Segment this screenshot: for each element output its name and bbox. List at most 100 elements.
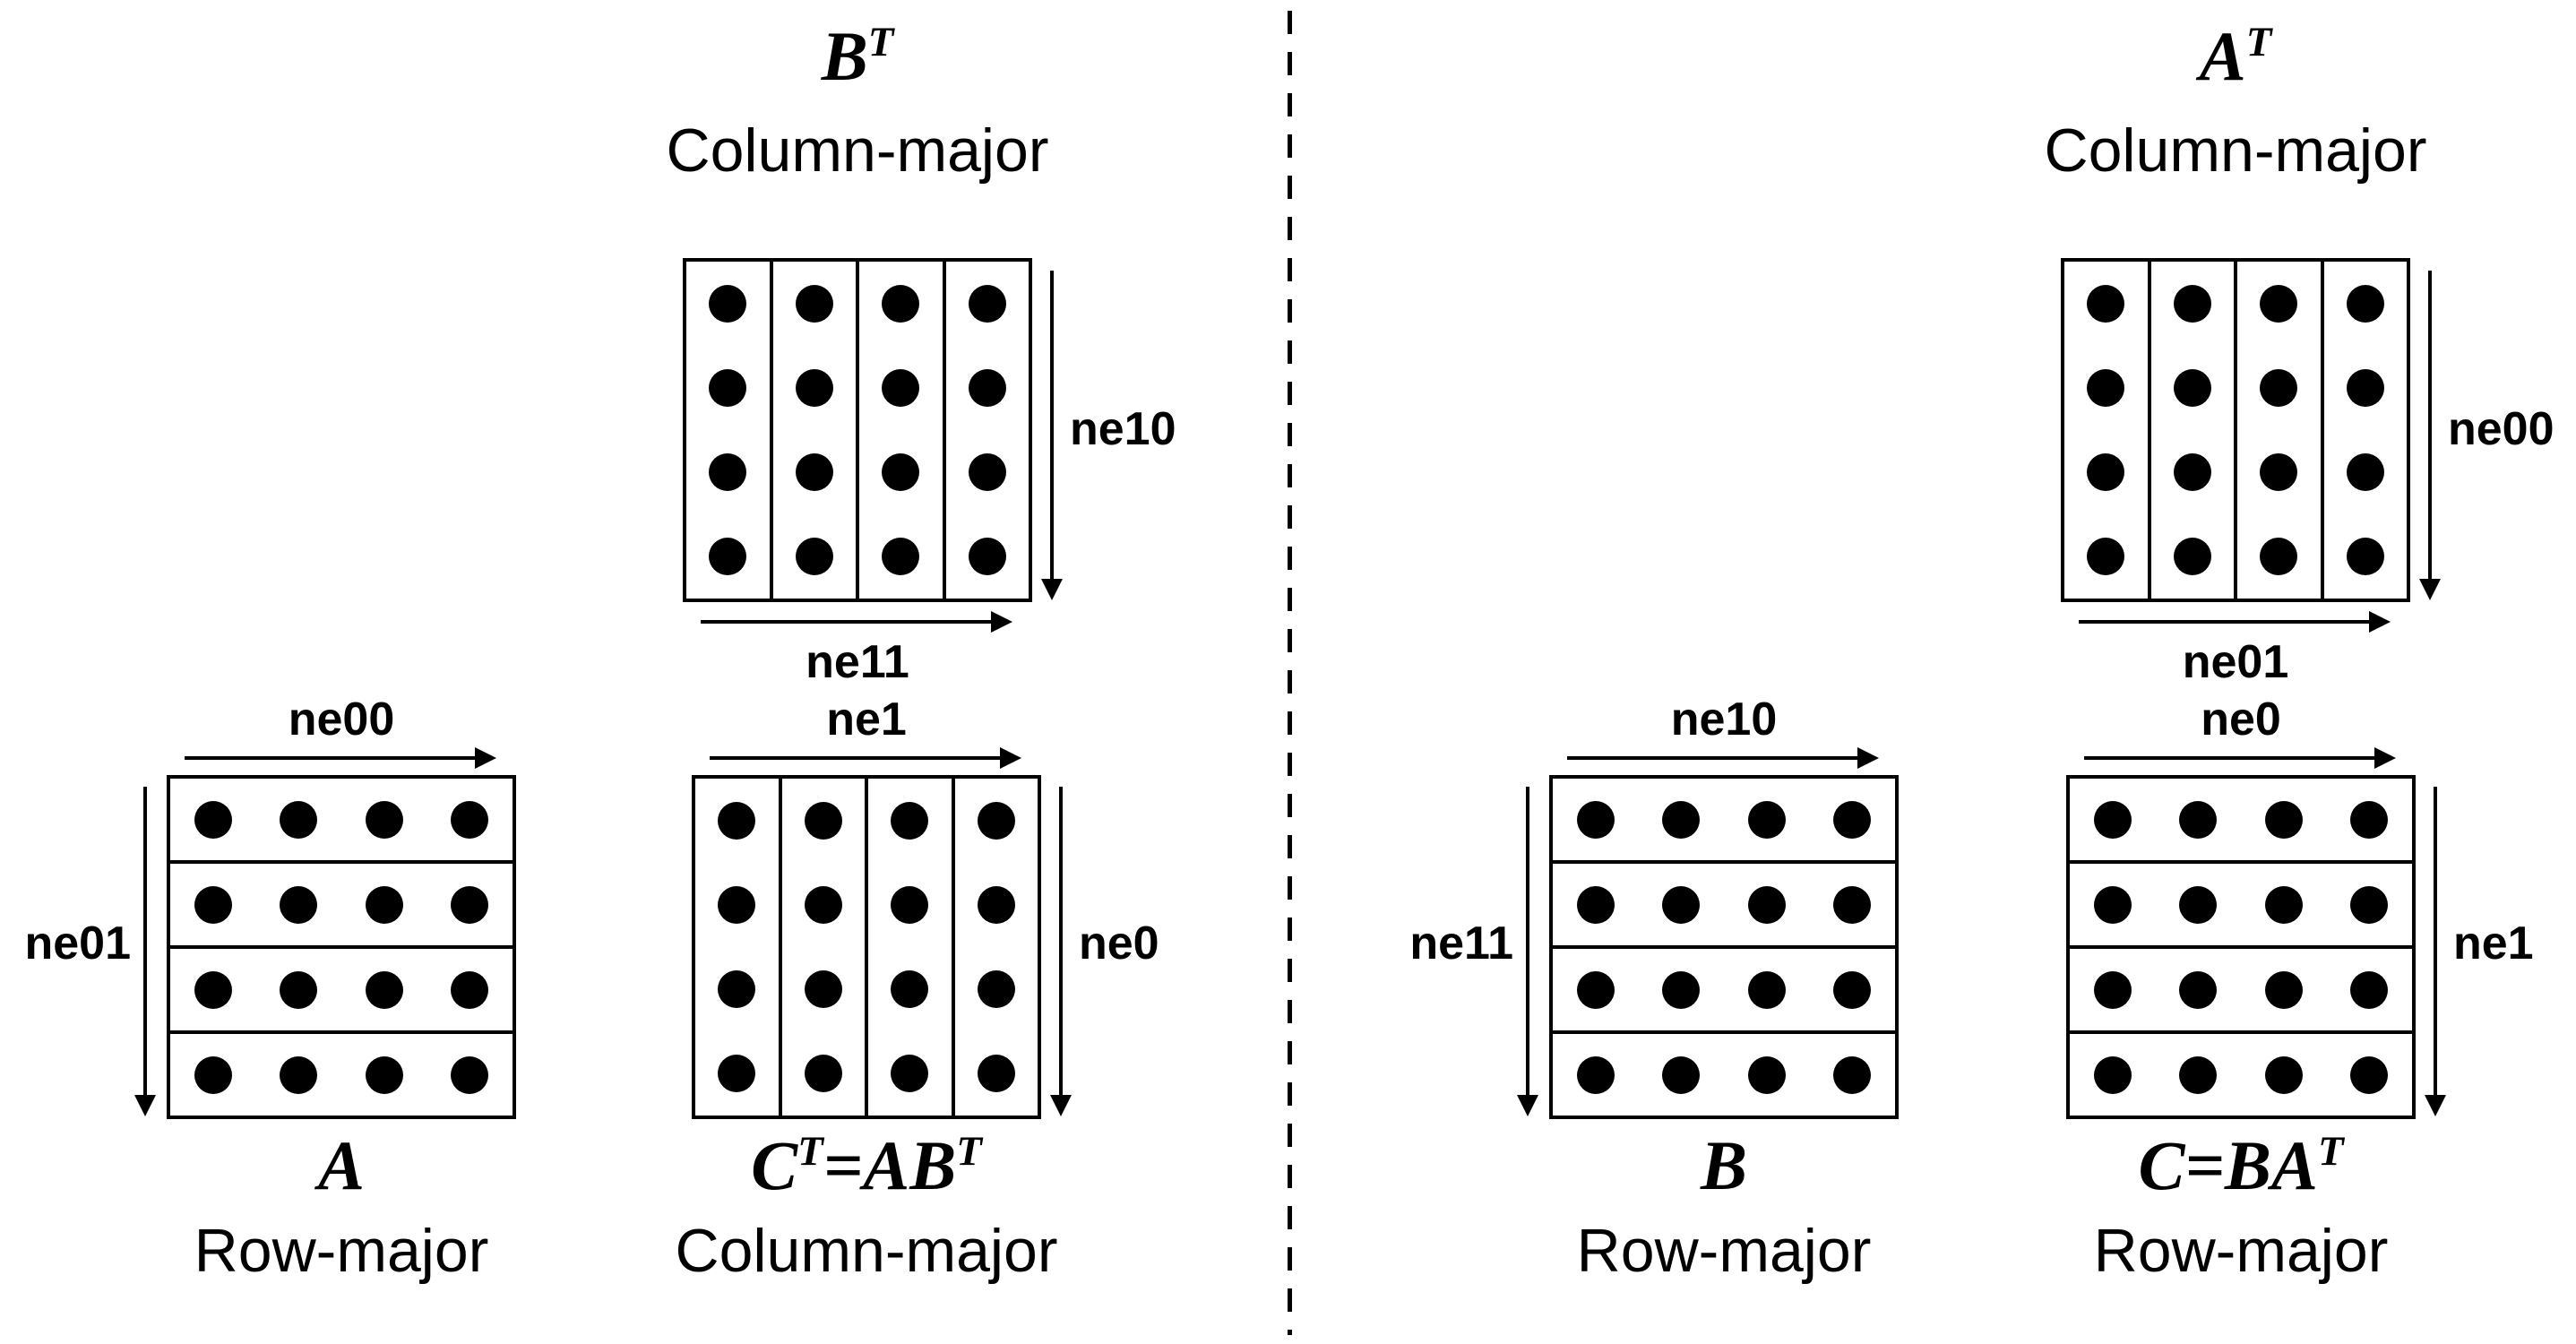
- matrix-bt-label-pre: B: [821, 17, 868, 95]
- matrix-element-dot: [2087, 538, 2125, 575]
- matrix-b-order-label: Row-major: [1576, 1217, 1872, 1285]
- matrix-element-dot: [2346, 538, 2384, 575]
- matrix-element-dot: [718, 886, 756, 924]
- matrix-element-dot: [882, 285, 920, 323]
- matrix-element-dot: [709, 369, 747, 407]
- ct-ne0-arrow: [1050, 787, 1072, 1116]
- c-ne0-label: ne0: [2201, 694, 2281, 745]
- matrix-element-dot: [2179, 1055, 2218, 1094]
- matrix-ct-label: CT=ABT: [598, 1131, 1135, 1201]
- matrix-element-dot: [1576, 800, 1615, 839]
- grid-strip: [695, 779, 779, 1116]
- matrix-element-dot: [718, 970, 756, 1008]
- matrix-element-dot: [2260, 453, 2298, 491]
- matrix-a-grid: [167, 775, 516, 1119]
- matrix-element-dot: [968, 285, 1006, 323]
- matrix-b-grid: [1549, 775, 1899, 1119]
- matrix-element-dot: [977, 886, 1015, 924]
- panel-divider-dashed-line: [1288, 11, 1292, 1335]
- matrix-element-dot: [2264, 970, 2303, 1009]
- grid-strip: [1553, 779, 1895, 860]
- grid-strip: [2070, 860, 2412, 945]
- matrix-element-dot: [795, 538, 833, 575]
- matrix-element-dot: [1833, 970, 1872, 1009]
- matrix-element-dot: [2346, 369, 2384, 407]
- matrix-element-dot: [709, 538, 747, 575]
- matrix-at-label-pre: A: [2199, 17, 2246, 95]
- matrix-ct-order-label: Column-major: [675, 1217, 1058, 1285]
- grid-strip: [170, 779, 513, 860]
- a-ne01-arrow: [134, 787, 156, 1116]
- grid-strip: [2234, 262, 2321, 599]
- matrix-bt-label-sup1: T: [867, 19, 894, 65]
- matrix-element-dot: [2173, 285, 2211, 323]
- matrix-a-label-pre: A: [317, 1126, 366, 1204]
- matrix-element-dot: [709, 453, 747, 491]
- matrix-element-dot: [2093, 970, 2132, 1009]
- matrix-element-dot: [2179, 800, 2218, 839]
- matrix-element-dot: [1747, 970, 1786, 1009]
- matrix-element-dot: [2350, 800, 2389, 839]
- bt-ne11-arrow: [701, 611, 1012, 633]
- matrix-element-dot: [2346, 453, 2384, 491]
- matrix-element-dot: [2173, 369, 2211, 407]
- grid-strip: [170, 860, 513, 945]
- matrix-element-dot: [194, 970, 232, 1009]
- matrix-element-dot: [795, 369, 833, 407]
- matrix-ct-label-pre: C: [751, 1126, 798, 1204]
- matrix-ct-label-mid: =AB: [823, 1126, 957, 1204]
- matrix-element-dot: [795, 453, 833, 491]
- matrix-element-dot: [2179, 885, 2218, 924]
- matrix-element-dot: [804, 802, 842, 840]
- b-ne10-label: ne10: [1670, 694, 1778, 745]
- matrix-element-dot: [2346, 285, 2384, 323]
- matrix-element-dot: [194, 800, 232, 839]
- matrix-element-dot: [2264, 1055, 2303, 1094]
- matrix-element-dot: [891, 886, 929, 924]
- matrix-element-dot: [2350, 1055, 2389, 1094]
- matrix-element-dot: [365, 885, 403, 924]
- b-ne10-arrow: [1567, 747, 1879, 769]
- grid-strip: [170, 945, 513, 1030]
- matrix-at-grid: [2061, 258, 2410, 602]
- matrix-element-dot: [1576, 970, 1615, 1009]
- matrix-b-label: B: [1455, 1131, 1993, 1201]
- matrix-element-dot: [804, 1055, 842, 1092]
- matrix-element-dot: [2350, 970, 2389, 1009]
- matrix-ct-grid: [692, 775, 1041, 1119]
- matrix-element-dot: [804, 886, 842, 924]
- matrix-element-dot: [2087, 453, 2125, 491]
- bt-ne10-arrow: [1041, 271, 1063, 600]
- matrix-at-order-label: Column-major: [2044, 116, 2427, 185]
- matrix-bt-grid: [683, 258, 1032, 602]
- matrix-at-label: AT: [1967, 22, 2504, 91]
- matrix-element-dot: [2264, 800, 2303, 839]
- matrix-element-dot: [451, 1055, 489, 1094]
- matrix-c-order-label: Row-major: [2093, 1217, 2389, 1285]
- matrix-element-dot: [718, 1055, 756, 1092]
- c-ne0-arrow: [2084, 747, 2396, 769]
- ct-ne1-arrow: [710, 747, 1021, 769]
- c-ne1-arrow: [2425, 787, 2446, 1116]
- grid-strip: [2070, 779, 2412, 860]
- grid-strip: [2064, 262, 2148, 599]
- grid-strip: [170, 1030, 513, 1116]
- a-ne00-label: ne00: [288, 694, 395, 745]
- matrix-element-dot: [1662, 885, 1701, 924]
- matrix-element-dot: [2260, 285, 2298, 323]
- matrix-b-label-pre: B: [1700, 1126, 1748, 1204]
- matrix-c-label-sup1: T: [2317, 1128, 2344, 1175]
- matrix-element-dot: [2093, 800, 2132, 839]
- matrix-element-dot: [365, 970, 403, 1009]
- matrix-element-dot: [280, 885, 318, 924]
- grid-strip: [2320, 262, 2408, 599]
- matrix-element-dot: [365, 800, 403, 839]
- matrix-c-label-pre: C=BA: [2138, 1126, 2318, 1204]
- matrix-ct-label-sup1: T: [797, 1128, 823, 1175]
- matrix-element-dot: [2350, 885, 2389, 924]
- bt-ne10-label: ne10: [1070, 403, 1176, 455]
- at-ne00-arrow: [2419, 271, 2441, 600]
- matrix-element-dot: [280, 1055, 318, 1094]
- grid-strip: [2070, 945, 2412, 1030]
